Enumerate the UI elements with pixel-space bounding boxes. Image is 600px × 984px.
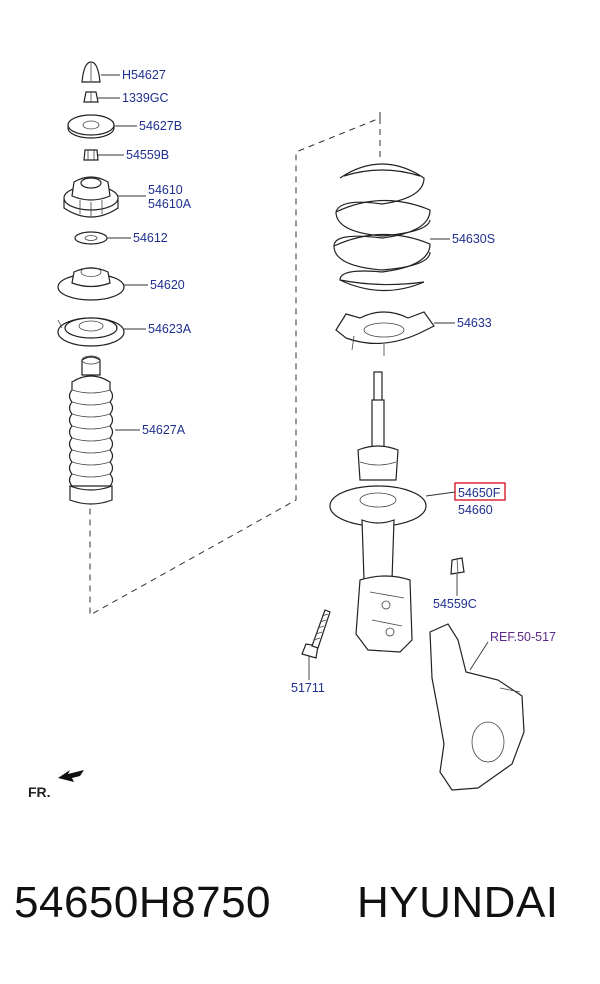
label-54612: 54612 [133, 231, 168, 245]
washer-54627b-part [67, 114, 115, 139]
label-54559c: 54559C [433, 597, 477, 611]
strut-assembly-part [329, 371, 427, 653]
label-54627a: 54627A [142, 423, 186, 437]
label-54627b: 54627B [139, 119, 182, 133]
part-number-caption: 54650H8750 [14, 878, 272, 927]
bearing-54620-part [57, 267, 125, 301]
dust-boot-54627a-part [68, 355, 114, 505]
label-51711: 51711 [291, 681, 325, 695]
label-54630s: 54630S [452, 232, 495, 246]
label-54623a: 54623A [148, 322, 192, 336]
spring-seat-54623a-part [57, 317, 125, 347]
caption-bar: 54650H8750 HYUNDAI [0, 878, 600, 948]
coil-spring-54630s-part [333, 163, 431, 292]
label-54620: 54620 [150, 278, 185, 292]
brand-caption: HYUNDAI [357, 878, 559, 927]
strut-mount-54610-part [63, 176, 119, 218]
label-54633: 54633 [457, 316, 492, 330]
washer-54612-part [74, 231, 108, 245]
front-direction-arrow-icon [58, 770, 84, 782]
label-54610a: 54610A [148, 197, 192, 211]
highlight-box-54650f [454, 482, 506, 501]
label-54610: 54610 [148, 183, 183, 197]
spring-pad-54633-part [335, 311, 435, 356]
nut-54559b-part [83, 149, 99, 161]
bump-cap-part [81, 61, 101, 83]
bolt-51711-part [301, 609, 331, 659]
nut-1339gc-part [83, 91, 99, 103]
steering-knuckle-part [429, 623, 525, 791]
front-direction-label: FR. [28, 784, 51, 800]
label-54650f: 54650F [458, 486, 501, 500]
label-54559b: 54559B [126, 148, 169, 162]
label-h54627: H54627 [122, 68, 166, 82]
label-54660: 54660 [458, 503, 493, 517]
nut-54559c-part [450, 557, 465, 575]
strut-exploded-diagram: H54627 1339GC 54627B 54559B 54610 54610A [28, 61, 556, 800]
label-1339gc: 1339GC [122, 91, 169, 105]
label-ref-50-517: REF.50-517 [490, 630, 556, 644]
assembly-dashed-outline [89, 112, 381, 616]
